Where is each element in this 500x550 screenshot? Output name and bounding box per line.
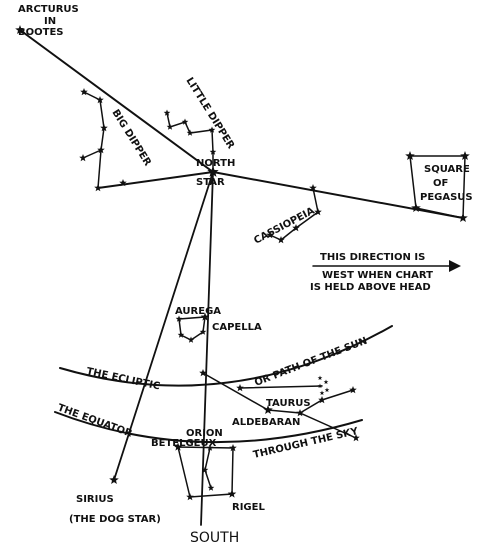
line-north-sirius	[113, 171, 214, 481]
label-capella: CAPELLA	[212, 322, 262, 333]
orion-star	[201, 466, 209, 473]
line-dipper-north	[97, 171, 214, 189]
auriga-star	[187, 336, 195, 343]
little-dipper-star	[208, 126, 216, 133]
label-cassiopeia: CASSIOPEIA	[252, 205, 316, 246]
little-dipper-star	[209, 148, 217, 155]
taurus-star	[236, 384, 244, 392]
auriga-star	[177, 331, 185, 338]
label-betelgeux: BETELGEUX	[151, 438, 217, 449]
orion-star	[206, 444, 214, 451]
orion-star	[186, 493, 194, 501]
label-north-star-2: STAR	[196, 177, 225, 188]
pleiades-star	[319, 390, 325, 395]
pleiades-star	[317, 375, 323, 380]
big-dipper-star	[94, 184, 102, 192]
taurus-star	[349, 386, 357, 394]
label-taurus: TAURUS	[266, 398, 311, 409]
pegasus-star	[411, 203, 421, 212]
auriga-star	[199, 328, 207, 335]
little-dipper-star	[163, 109, 171, 116]
sirius-star	[109, 475, 119, 484]
pleiades-star	[323, 379, 329, 384]
little-dipper-star	[166, 123, 174, 130]
arcturus-star	[15, 25, 25, 34]
big-dipper-star	[80, 88, 88, 96]
label-aldebaran: ALDEBARAN	[232, 417, 300, 428]
label-orion: ORION	[186, 428, 223, 439]
pleiades-star	[324, 387, 330, 392]
label-equator-2: THROUGH THE SKY	[252, 426, 360, 461]
auriga	[178, 316, 206, 341]
label-north-star-1: NORTH	[196, 158, 235, 169]
capella-star	[200, 312, 210, 321]
label-little-dipper: LITTLE DIPPER	[183, 76, 236, 152]
taurus-star	[199, 369, 207, 377]
cassiopeia-star	[292, 224, 300, 232]
big-dipper-star	[79, 154, 87, 162]
big-dipper	[82, 91, 105, 189]
cassiopeia-star	[277, 236, 285, 244]
label-auriga: AUREGA	[175, 306, 221, 317]
line-north-south	[200, 171, 214, 526]
label-south: SOUTH	[190, 530, 239, 546]
label-ecliptic-2: OR PATH OF THE SUN	[253, 336, 369, 389]
big-dipper-star	[100, 124, 108, 132]
little-dipper-star	[186, 129, 194, 136]
label-pegasus-2: OF	[433, 178, 448, 189]
labels: ARCTURUS IN BOOTES LITTLE DIPPER BIG DIP…	[18, 4, 473, 546]
cassiopeia-star	[309, 184, 317, 192]
label-direction-3: IS HELD ABOVE HEAD	[310, 282, 431, 293]
pleiades-star	[317, 383, 323, 388]
label-big-dipper: BIG DIPPER	[109, 108, 153, 169]
label-direction-2: WEST WHEN CHART	[322, 270, 433, 281]
taurus-star	[318, 396, 326, 404]
label-rigel: RIGEL	[232, 502, 265, 513]
orion-star	[207, 484, 215, 491]
guide-lines	[19, 29, 464, 526]
north-star	[207, 166, 219, 177]
big-dipper-star	[96, 96, 104, 104]
label-pegasus-3: PEGASUS	[420, 192, 473, 203]
line-arcturus-north	[19, 29, 214, 173]
label-sirius-2: (THE DOG STAR)	[69, 514, 161, 525]
cassiopeia-star	[314, 208, 322, 216]
label-arcturus-1: ARCTURUS	[18, 4, 79, 15]
taurus-star	[352, 434, 360, 442]
taurus-star	[296, 409, 304, 417]
betelgeux-star	[173, 442, 183, 451]
pegasus-star	[458, 213, 468, 222]
ecliptic-arc	[59, 325, 393, 387]
stars	[15, 25, 470, 501]
big-dipper-star	[119, 179, 127, 187]
aldebaran-star	[263, 405, 273, 414]
orion	[177, 446, 234, 498]
cassiopeia-star	[266, 231, 274, 239]
pegasus-star	[405, 151, 415, 160]
label-pegasus-1: SQUARE	[424, 164, 470, 175]
little-dipper-star	[181, 118, 189, 125]
label-equator-1: THE EQUATOR	[56, 402, 134, 439]
label-arcturus-3: BOOTES	[18, 27, 63, 38]
orion-star	[229, 444, 237, 452]
auriga-star	[175, 315, 183, 322]
line-north-pegasus	[212, 171, 464, 219]
label-sirius-1: SIRIUS	[76, 494, 114, 505]
equator-arc	[54, 411, 363, 444]
big-dipper-star	[97, 146, 105, 154]
pegasus-star	[460, 151, 470, 160]
label-direction-1: THIS DIRECTION IS	[320, 252, 425, 263]
rigel-star	[227, 489, 237, 498]
label-arcturus-2: IN	[44, 16, 56, 27]
